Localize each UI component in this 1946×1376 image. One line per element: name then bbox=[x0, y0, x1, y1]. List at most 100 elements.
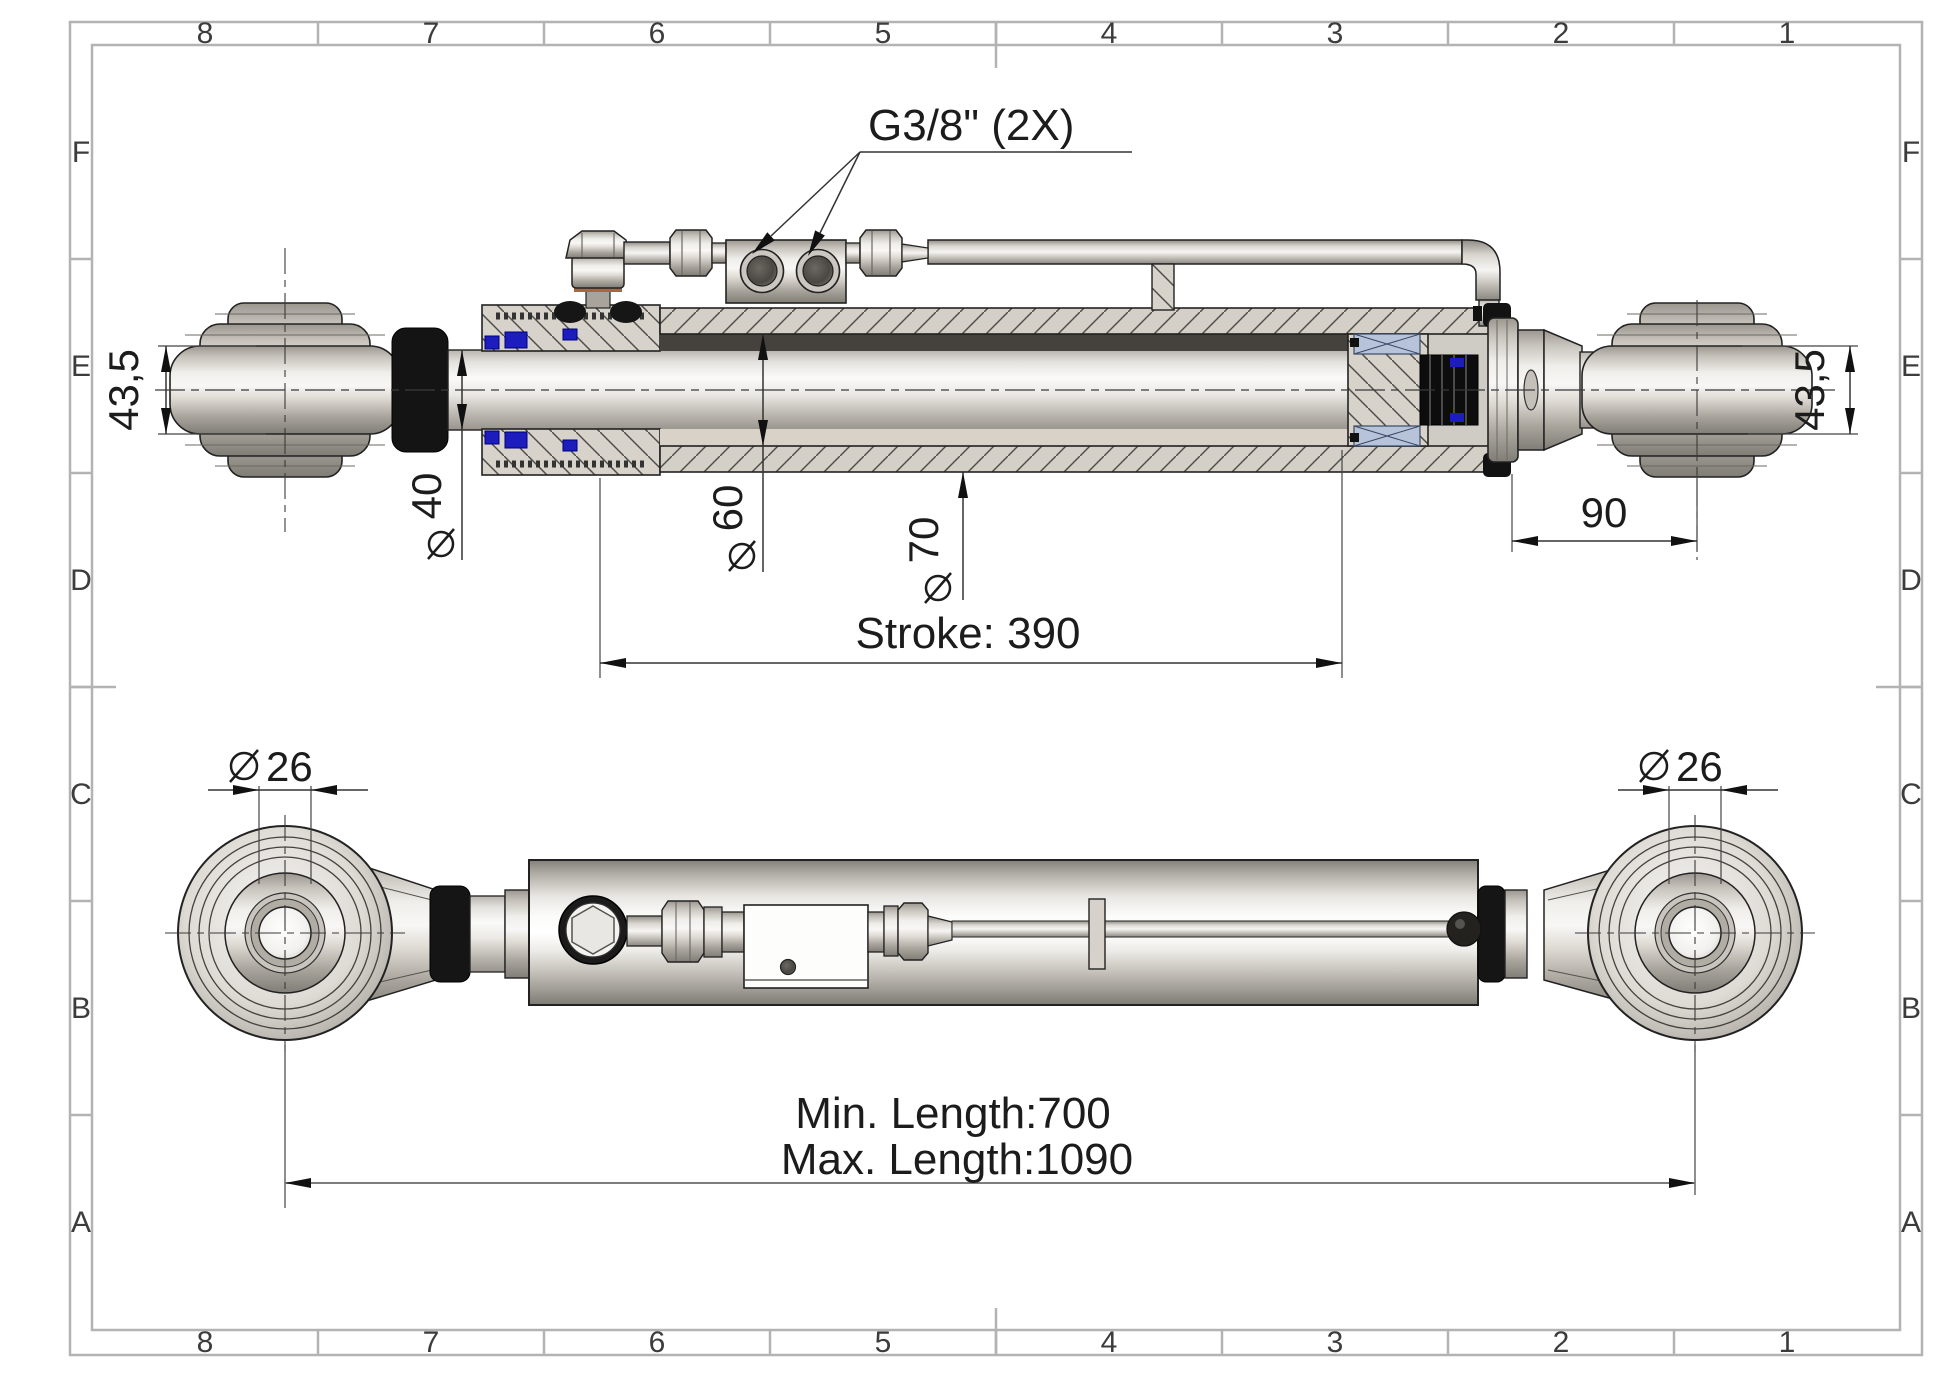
zone-row-left: A bbox=[71, 1206, 91, 1239]
stroke-label: Stroke: 390 bbox=[855, 609, 1080, 658]
leader-arrow bbox=[752, 232, 775, 254]
diameter-symbol bbox=[1639, 749, 1669, 783]
zone-col-top: 8 bbox=[197, 17, 214, 50]
pipe-plan bbox=[951, 898, 1482, 970]
elbow-fitting-section bbox=[554, 229, 727, 323]
collar-left bbox=[711, 242, 727, 264]
dim-text: 70 bbox=[900, 517, 947, 564]
diameter-symbol bbox=[229, 749, 259, 783]
pipe-taper bbox=[901, 243, 929, 263]
zone-col-top: 5 bbox=[875, 17, 892, 50]
diameter-symbol bbox=[924, 572, 952, 604]
elbow-body bbox=[571, 255, 625, 289]
zone-row-left: D bbox=[70, 564, 92, 597]
port-label: G3/8" (2X) bbox=[868, 101, 1074, 150]
hex-nut-right-plan bbox=[897, 902, 929, 961]
zone-col-top: 7 bbox=[423, 17, 440, 50]
annulus-bottom bbox=[660, 429, 1350, 446]
plan-view bbox=[165, 815, 1815, 1052]
section-dimensions: G3/8" (2X) 43,5 43,5 40 60 bbox=[100, 101, 1858, 678]
zone-col-top: 6 bbox=[649, 17, 666, 50]
annulus-top bbox=[660, 334, 1350, 351]
dim-rod-diameter: 40 bbox=[403, 350, 467, 560]
dim-text: 90 bbox=[1581, 489, 1628, 536]
pipe-run-plan bbox=[951, 920, 1453, 938]
zone-col-bottom: 3 bbox=[1327, 1326, 1344, 1359]
boot-seal-right-plan bbox=[1477, 885, 1506, 983]
elbow-base-seal-left bbox=[554, 301, 586, 323]
zone-col-bottom: 1 bbox=[1779, 1326, 1796, 1359]
zone-col-bottom: 4 bbox=[1101, 1326, 1118, 1359]
dim-text: 43,5 bbox=[100, 349, 147, 431]
gland-block bbox=[481, 304, 661, 476]
zone-row-left: E bbox=[71, 350, 91, 383]
pipe-bracket bbox=[1088, 898, 1106, 970]
zone-row-right: F bbox=[1902, 136, 1920, 169]
manifold-plan bbox=[743, 904, 869, 989]
elbow-fitting-plan bbox=[558, 895, 628, 965]
zone-row-left: F bbox=[72, 136, 90, 169]
dim-text: 26 bbox=[266, 743, 313, 790]
elbow-washer bbox=[574, 286, 622, 292]
elbow-stem bbox=[585, 289, 611, 309]
dim-eye-width-right: 43,5 bbox=[1742, 345, 1858, 435]
elbow-tube bbox=[623, 241, 671, 265]
barrel-wall-bottom bbox=[659, 445, 1493, 473]
leader-arrow bbox=[808, 230, 825, 256]
min-length-label: Min. Length:700 bbox=[795, 1089, 1111, 1138]
zone-col-bottom: 7 bbox=[423, 1326, 440, 1359]
zone-col-top: 3 bbox=[1327, 17, 1344, 50]
zone-row-left: B bbox=[71, 992, 91, 1025]
pipe-support-tab bbox=[1151, 263, 1175, 311]
pipe-run bbox=[927, 239, 1463, 265]
hydraulic-pipe-section bbox=[927, 239, 1501, 311]
manifold-hole bbox=[779, 958, 797, 976]
compression-nut-left bbox=[669, 229, 713, 277]
barrel-wall-top bbox=[659, 307, 1493, 335]
zone-row-right: E bbox=[1901, 350, 1921, 383]
zone-row-right: A bbox=[1901, 1206, 1921, 1239]
dim-text: 40 bbox=[403, 473, 450, 520]
zone-row-right: C bbox=[1900, 778, 1922, 811]
manifold-block-section bbox=[725, 229, 929, 304]
dim-length: Min. Length:700 Max. Length:1090 bbox=[284, 1045, 1696, 1208]
o-ring-left bbox=[1473, 306, 1482, 321]
dim-tube-diameter: 70 bbox=[900, 472, 968, 604]
port-callout: G3/8" (2X) bbox=[752, 101, 1132, 256]
compression-nut-right bbox=[859, 229, 903, 277]
collar-right-plan bbox=[1504, 889, 1528, 979]
collar-right bbox=[845, 242, 861, 264]
elbow-hex-plan bbox=[571, 905, 615, 955]
plan-dimensions: 26 26 Min. Length:700 Max. Length:1090 bbox=[208, 743, 1778, 1208]
dim-eye-width-left: 43,5 bbox=[100, 345, 266, 435]
zone-row-right: D bbox=[1900, 564, 1922, 597]
zone-col-bottom: 5 bbox=[875, 1326, 892, 1359]
dim-text: 43,5 bbox=[1786, 349, 1833, 431]
dim-stroke: Stroke: 390 bbox=[599, 450, 1343, 678]
section-view bbox=[155, 229, 1838, 560]
barrel-section bbox=[659, 307, 1493, 473]
zone-col-top: 4 bbox=[1101, 17, 1118, 50]
collar-left-plan bbox=[504, 889, 530, 979]
dim-rod-end-offset: 90 bbox=[1511, 474, 1698, 552]
zone-col-bottom: 8 bbox=[197, 1326, 214, 1359]
rod-left-plan bbox=[469, 895, 506, 973]
zone-col-bottom: 6 bbox=[649, 1326, 666, 1359]
hex-nut-left-plan bbox=[661, 900, 705, 963]
zone-col-bottom: 2 bbox=[1553, 1326, 1570, 1359]
rod-seals-blue bbox=[484, 328, 578, 452]
elbow-hex-cap bbox=[565, 230, 631, 259]
zone-labels: 8 7 6 5 4 3 2 1 8 7 6 5 4 3 2 1 F E D C … bbox=[70, 17, 1922, 1359]
zone-col-top: 2 bbox=[1553, 17, 1570, 50]
dim-ball-bore-right: 26 bbox=[1618, 743, 1778, 884]
pipe-bend bbox=[1461, 239, 1501, 301]
pipe-elbow-end-plan bbox=[1446, 911, 1482, 947]
dim-text: 60 bbox=[704, 485, 751, 532]
fittings-plan bbox=[626, 900, 745, 963]
boot-seal-left-plan bbox=[429, 885, 471, 983]
elbow-base-seal-right bbox=[610, 301, 642, 323]
max-length-label: Max. Length:1090 bbox=[781, 1135, 1133, 1184]
dim-bore-diameter: 60 bbox=[704, 334, 768, 572]
